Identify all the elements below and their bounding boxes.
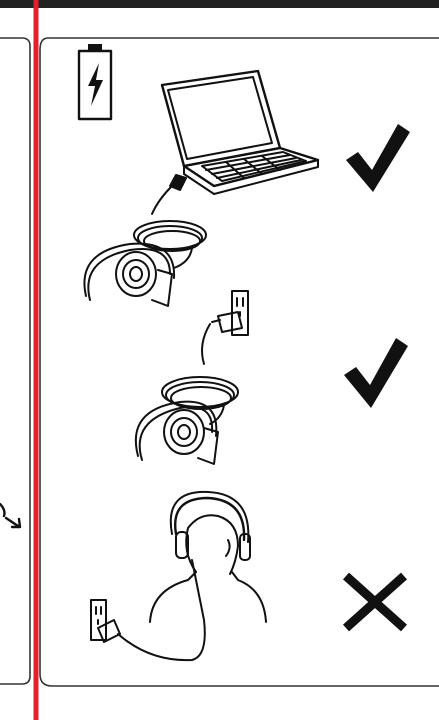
person-wearing-headphones-while-charging (91, 492, 266, 660)
wall-outlet-icon (212, 291, 248, 335)
top-bar (0, 0, 439, 8)
headphones-icon (136, 402, 218, 464)
check-mark-icon (346, 124, 410, 192)
left-panel-border (0, 38, 30, 684)
cross-mark-icon (346, 576, 404, 628)
laptop-icon (162, 71, 318, 194)
usb-arrow-icon (0, 504, 20, 527)
headphones-icon (84, 244, 174, 306)
wall-outlet-icon (91, 600, 120, 642)
instruction-panel (40, 38, 439, 686)
battery-charging-icon (79, 44, 111, 119)
headphones-charging-from-wall-outlet (136, 291, 248, 464)
check-mark-icon (344, 338, 408, 408)
headphones-charging-from-laptop (84, 71, 318, 306)
